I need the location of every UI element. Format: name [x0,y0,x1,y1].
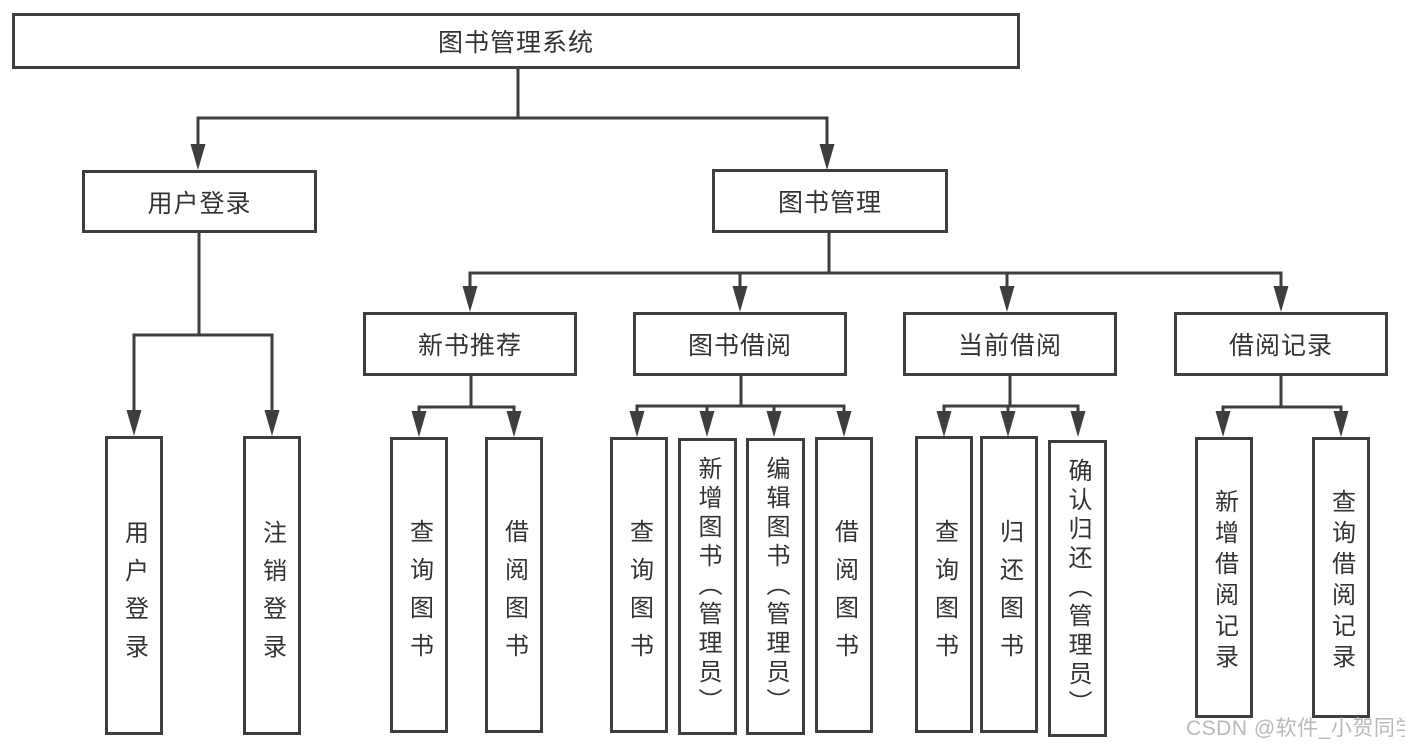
node-user-login: 用户登录 [82,170,317,233]
node-edit-book-admin-label: 编辑图书（管理员） [762,456,789,717]
node-book-borrowing-label: 图书借阅 [687,332,792,360]
node-borrow-books-2-label: 借阅图书 [830,519,858,671]
watermark: CSDN @软件_小贺同学 [1186,717,1405,740]
node-current-borrowing-label: 当前借阅 [957,332,1062,360]
node-add-borrow-record: 新增借阅记录 [1195,437,1253,718]
node-borrow-books-1: 借阅图书 [485,437,543,733]
node-return-book-label: 归还图书 [995,518,1023,671]
node-logout-leaf: 注销登录 [243,436,301,735]
node-return-book: 归还图书 [980,436,1038,733]
node-library-system-label: 图书管理系统 [437,29,594,57]
node-confirm-return-admin-label: 确认归还（管理员） [1064,458,1091,719]
node-user-login-leaf: 用户登录 [105,436,163,735]
node-query-borrow-record: 查询借阅记录 [1312,437,1370,718]
node-query-books-2-label: 查询图书 [625,519,653,671]
node-new-book-recommend: 新书推荐 [363,312,577,376]
node-borrow-books-2: 借阅图书 [815,437,873,733]
node-query-books-3-label: 查询图书 [930,518,958,671]
node-book-management-label: 图书管理 [777,189,882,217]
node-edit-book-admin: 编辑图书（管理员） [746,438,805,735]
node-new-book-recommend-label: 新书推荐 [417,332,522,360]
node-library-system: 图书管理系统 [12,13,1020,69]
node-logout-leaf-label: 注销登录 [258,519,286,672]
node-user-login-label: 用户登录 [147,189,252,218]
node-book-management: 图书管理 [712,169,948,233]
node-confirm-return-admin: 确认归还（管理员） [1048,440,1107,737]
node-borrow-books-1-label: 借阅图书 [500,519,528,671]
node-borrow-records-label: 借阅记录 [1228,332,1333,360]
node-query-books-3: 查询图书 [915,436,973,733]
node-add-book-admin-label: 新增图书（管理员） [694,456,721,717]
node-book-borrowing: 图书借阅 [633,312,847,376]
node-current-borrowing: 当前借阅 [903,312,1117,376]
node-add-borrow-record-label: 新增借阅记录 [1210,488,1238,675]
node-user-login-leaf-label: 用户登录 [120,519,148,672]
node-query-books-1-label: 查询图书 [405,519,433,671]
node-borrow-records: 借阅记录 [1174,312,1388,376]
node-query-books-1: 查询图书 [390,437,448,733]
node-query-books-2: 查询图书 [610,437,668,733]
node-query-borrow-record-label: 查询借阅记录 [1327,488,1355,675]
node-add-book-admin: 新增图书（管理员） [678,438,737,735]
